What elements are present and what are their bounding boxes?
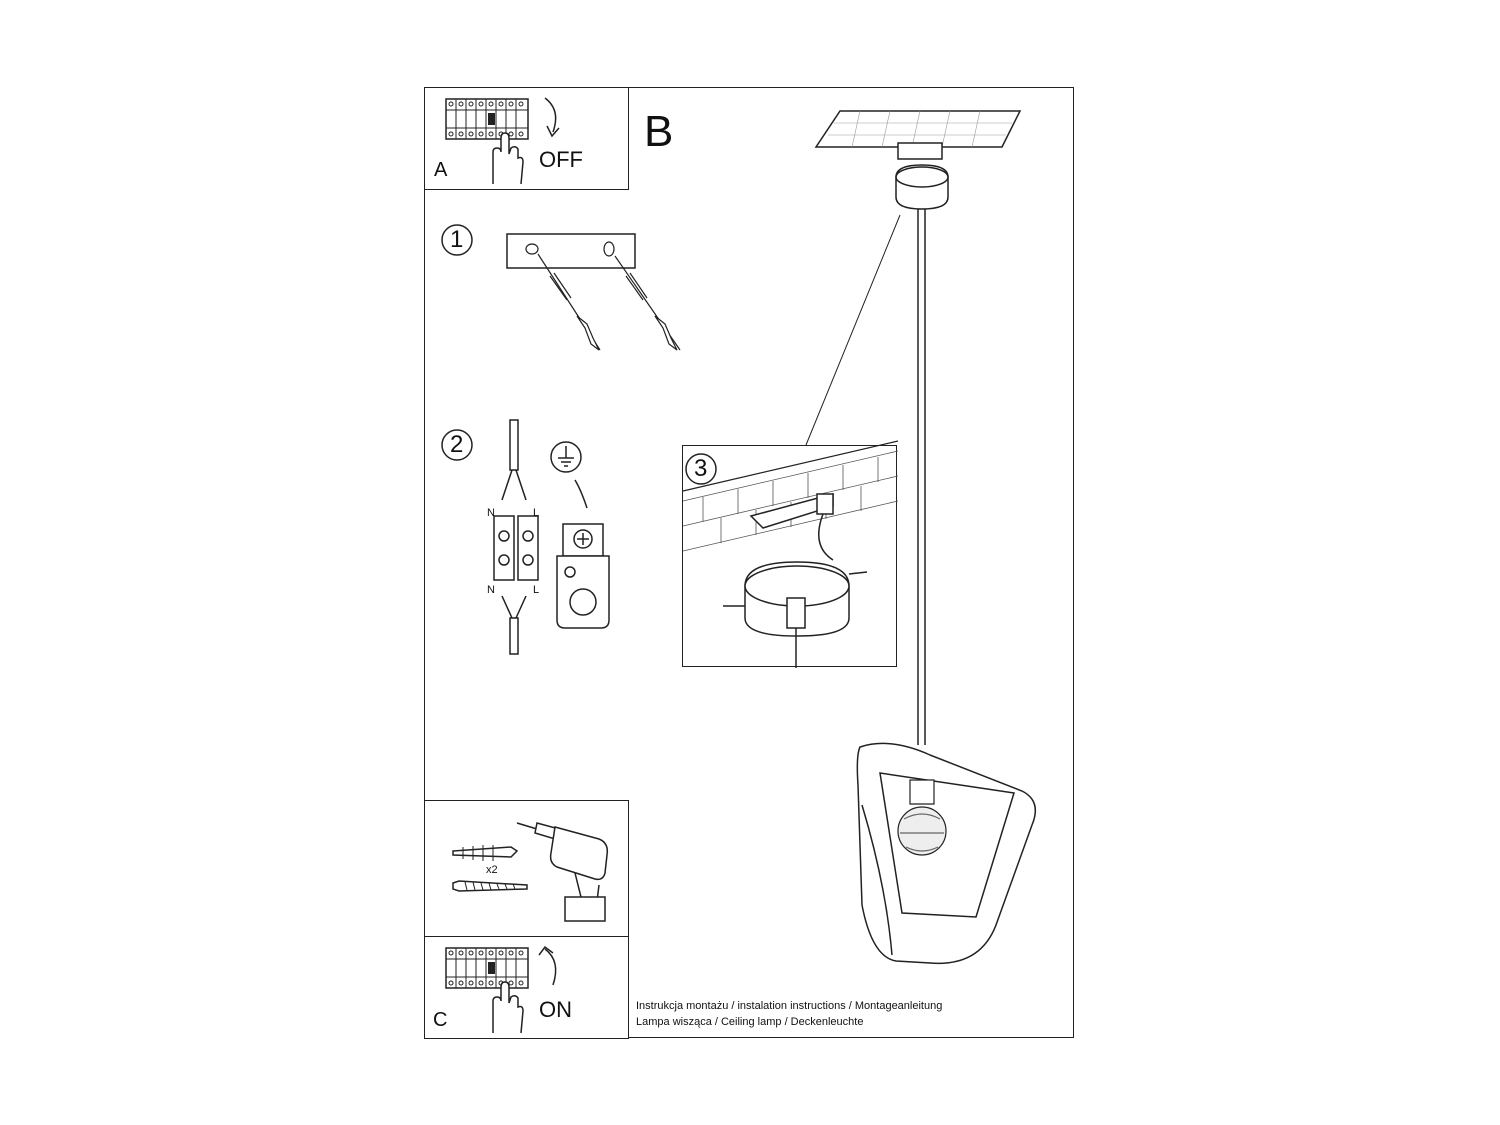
step-2-badge: [441, 429, 475, 463]
terminal-block: [490, 418, 550, 658]
panel-a: OFF A: [424, 87, 629, 190]
wire-l-bottom: L: [533, 584, 540, 596]
panel-a-state: OFF: [539, 147, 583, 172]
mounting-plate-drilling: [505, 232, 695, 362]
drill-icon: [515, 815, 625, 925]
lamp-shade: [857, 743, 1035, 963]
panel-a-letter: A: [434, 159, 448, 181]
arrow-down-icon: [537, 96, 567, 141]
arrow-up-icon: [537, 943, 567, 988]
footer-line-2: Lampa wisząca / Ceiling lamp / Deckenleu…: [636, 1016, 864, 1028]
panel-c: ON C: [424, 936, 629, 1039]
wire-l-top: L: [533, 507, 540, 519]
wire-n-bottom: N: [487, 584, 495, 596]
step-2-number: 2: [450, 431, 464, 458]
screw-icon: [538, 254, 600, 350]
ground-clamp: [553, 478, 623, 633]
ground-symbol-icon: [549, 440, 589, 480]
quantity-label: x2: [486, 864, 498, 876]
instruction-sheet: [424, 87, 1074, 1038]
step-3-number: 3: [694, 455, 708, 482]
screw-icon: [615, 256, 680, 350]
panel-c-state: ON: [539, 997, 572, 1022]
footer-line-1: Instrukcja montażu / instalation instruc…: [636, 1000, 943, 1012]
step-1-badge: [441, 224, 475, 258]
bulb-icon: [898, 780, 946, 855]
breaker-icon: [445, 947, 530, 992]
panel-tools: x2: [424, 800, 629, 937]
breaker-icon: [445, 98, 530, 143]
ceiling-lamp-drawing: [800, 105, 1040, 975]
hand-icon: [487, 979, 527, 1034]
hand-icon: [487, 130, 527, 185]
wall-plug-icon: [451, 845, 521, 861]
panel-b-letter: B: [644, 107, 674, 156]
detail-inset: [682, 445, 897, 667]
wire-n-top: N: [487, 507, 495, 519]
step-3-badge: [685, 453, 719, 487]
ceiling-detail: [683, 446, 898, 668]
panel-c-letter: C: [433, 1009, 448, 1031]
step-1-number: 1: [450, 226, 464, 253]
screw-icon: [451, 877, 531, 897]
